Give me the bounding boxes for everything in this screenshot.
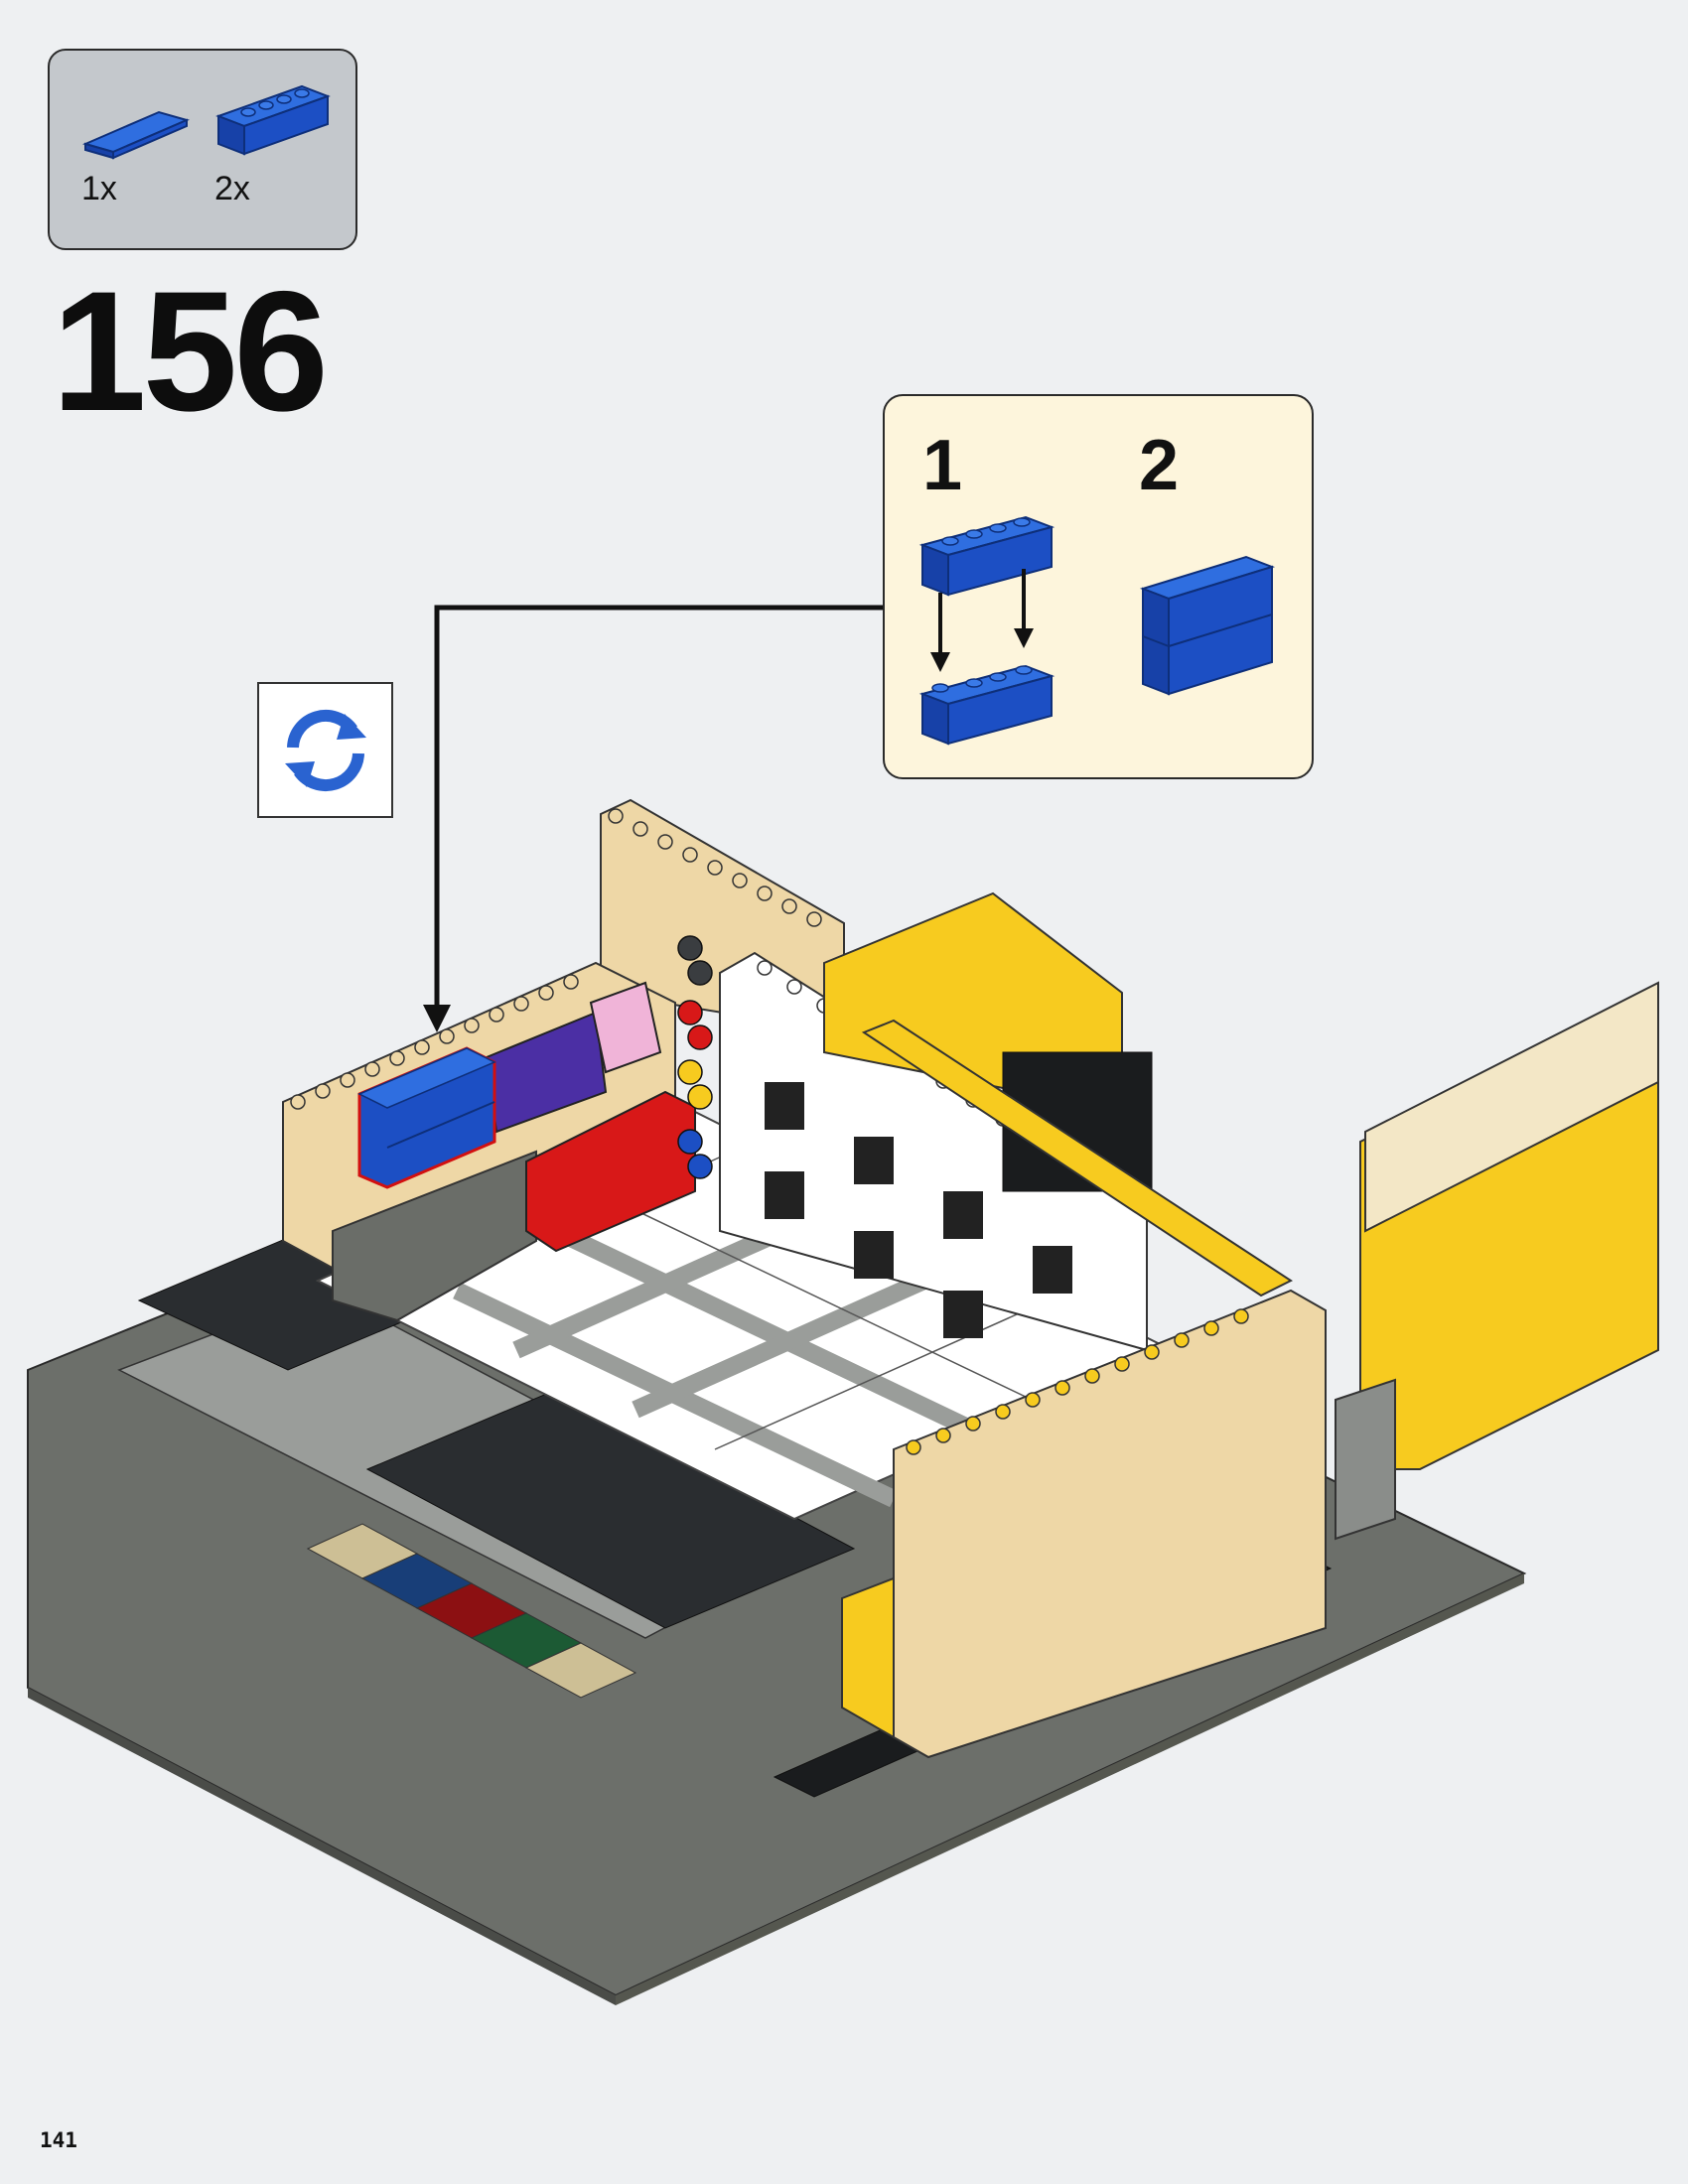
parts-list-box: 1x 2x (48, 49, 357, 250)
black-curb-front (365, 1389, 856, 1629)
page-number: 141 (40, 2128, 77, 2152)
rotate-model-box (257, 682, 393, 818)
yellow-side-piece (841, 1576, 895, 1739)
yellow-wall-top (861, 1019, 1294, 1297)
tile-quantity: 1x (81, 170, 117, 207)
window-row (1364, 981, 1659, 1233)
dark-grey-block (332, 1150, 537, 1322)
sub-assembly-callout: 1 2 (883, 394, 1314, 779)
sub-step-1-bricks (918, 515, 1055, 746)
technic-pins (677, 935, 713, 1179)
blue-tile-icon (82, 110, 190, 160)
sub-step-2-number: 2 (1139, 426, 1180, 505)
blue-brick-icon (215, 84, 331, 156)
red-bricks (525, 1090, 696, 1253)
rotate-model-icon (285, 709, 366, 792)
step-number: 156 (52, 256, 329, 447)
grey-vent (1335, 1378, 1396, 1541)
brick-quantity: 2x (214, 170, 250, 207)
wall-plate-studs (765, 1082, 1072, 1338)
sub-step-1-number: 1 (922, 426, 963, 505)
floor-tile-tan-2 (524, 1642, 637, 1699)
pink-brick (589, 981, 662, 1074)
sub-step-2-bricks (1139, 555, 1276, 696)
